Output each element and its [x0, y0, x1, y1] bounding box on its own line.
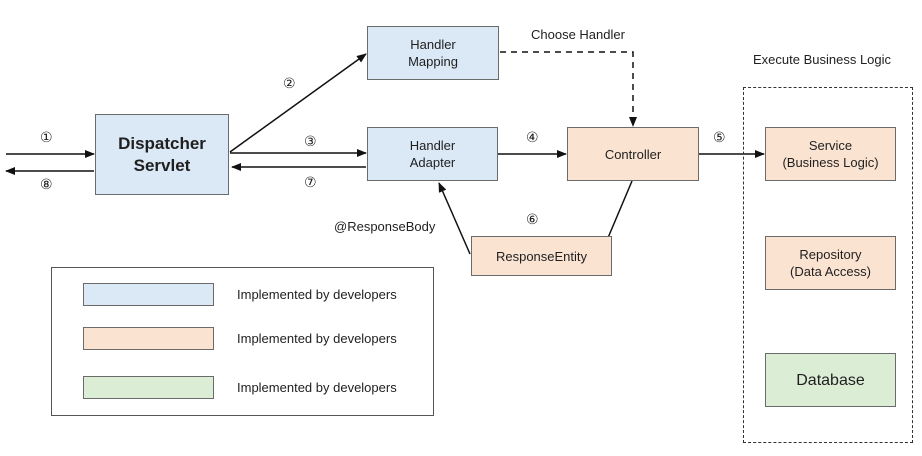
business-logic-frame [743, 87, 913, 443]
step-3-label: ③ [304, 133, 317, 149]
controller-box: Controller [567, 127, 699, 181]
response-entity-box: ResponseEntity [471, 236, 612, 276]
database-box: Database [765, 353, 896, 407]
step-8-label: ⑧ [40, 176, 53, 192]
step-1-label: ① [40, 129, 53, 145]
legend-text-orange: Implemented by developers [237, 331, 397, 346]
step-7-label: ⑦ [304, 174, 317, 190]
step-6-label: ⑥ [526, 211, 539, 227]
legend-swatch-orange [83, 327, 214, 350]
legend [51, 267, 434, 416]
arrow-step-2 [229, 53, 367, 153]
response-body-label: @ResponseBody [334, 219, 436, 234]
execute-business-logic-label: Execute Business Logic [753, 52, 892, 67]
handler-mapping-box: Handler Mapping [367, 26, 499, 80]
handler-adapter-box: Handler Adapter [367, 127, 498, 181]
step-5-label: ⑤ [713, 129, 726, 145]
service-box: Service (Business Logic) [765, 127, 896, 181]
repository-box: Repository (Data Access) [765, 236, 896, 290]
arrow-response-to-adapter [438, 182, 471, 255]
choose-handler-label: Choose Handler [531, 27, 625, 42]
step-2-label: ② [283, 75, 296, 91]
legend-text-blue: Implemented by developers [237, 287, 397, 302]
arrow-choose-handler [500, 51, 637, 127]
legend-swatch-blue [83, 283, 214, 306]
step-4-label: ④ [526, 129, 539, 145]
dispatcher-servlet-box: Dispatcher Servlet [95, 114, 229, 195]
legend-text-green: Implemented by developers [237, 380, 397, 395]
legend-swatch-green [83, 376, 214, 399]
